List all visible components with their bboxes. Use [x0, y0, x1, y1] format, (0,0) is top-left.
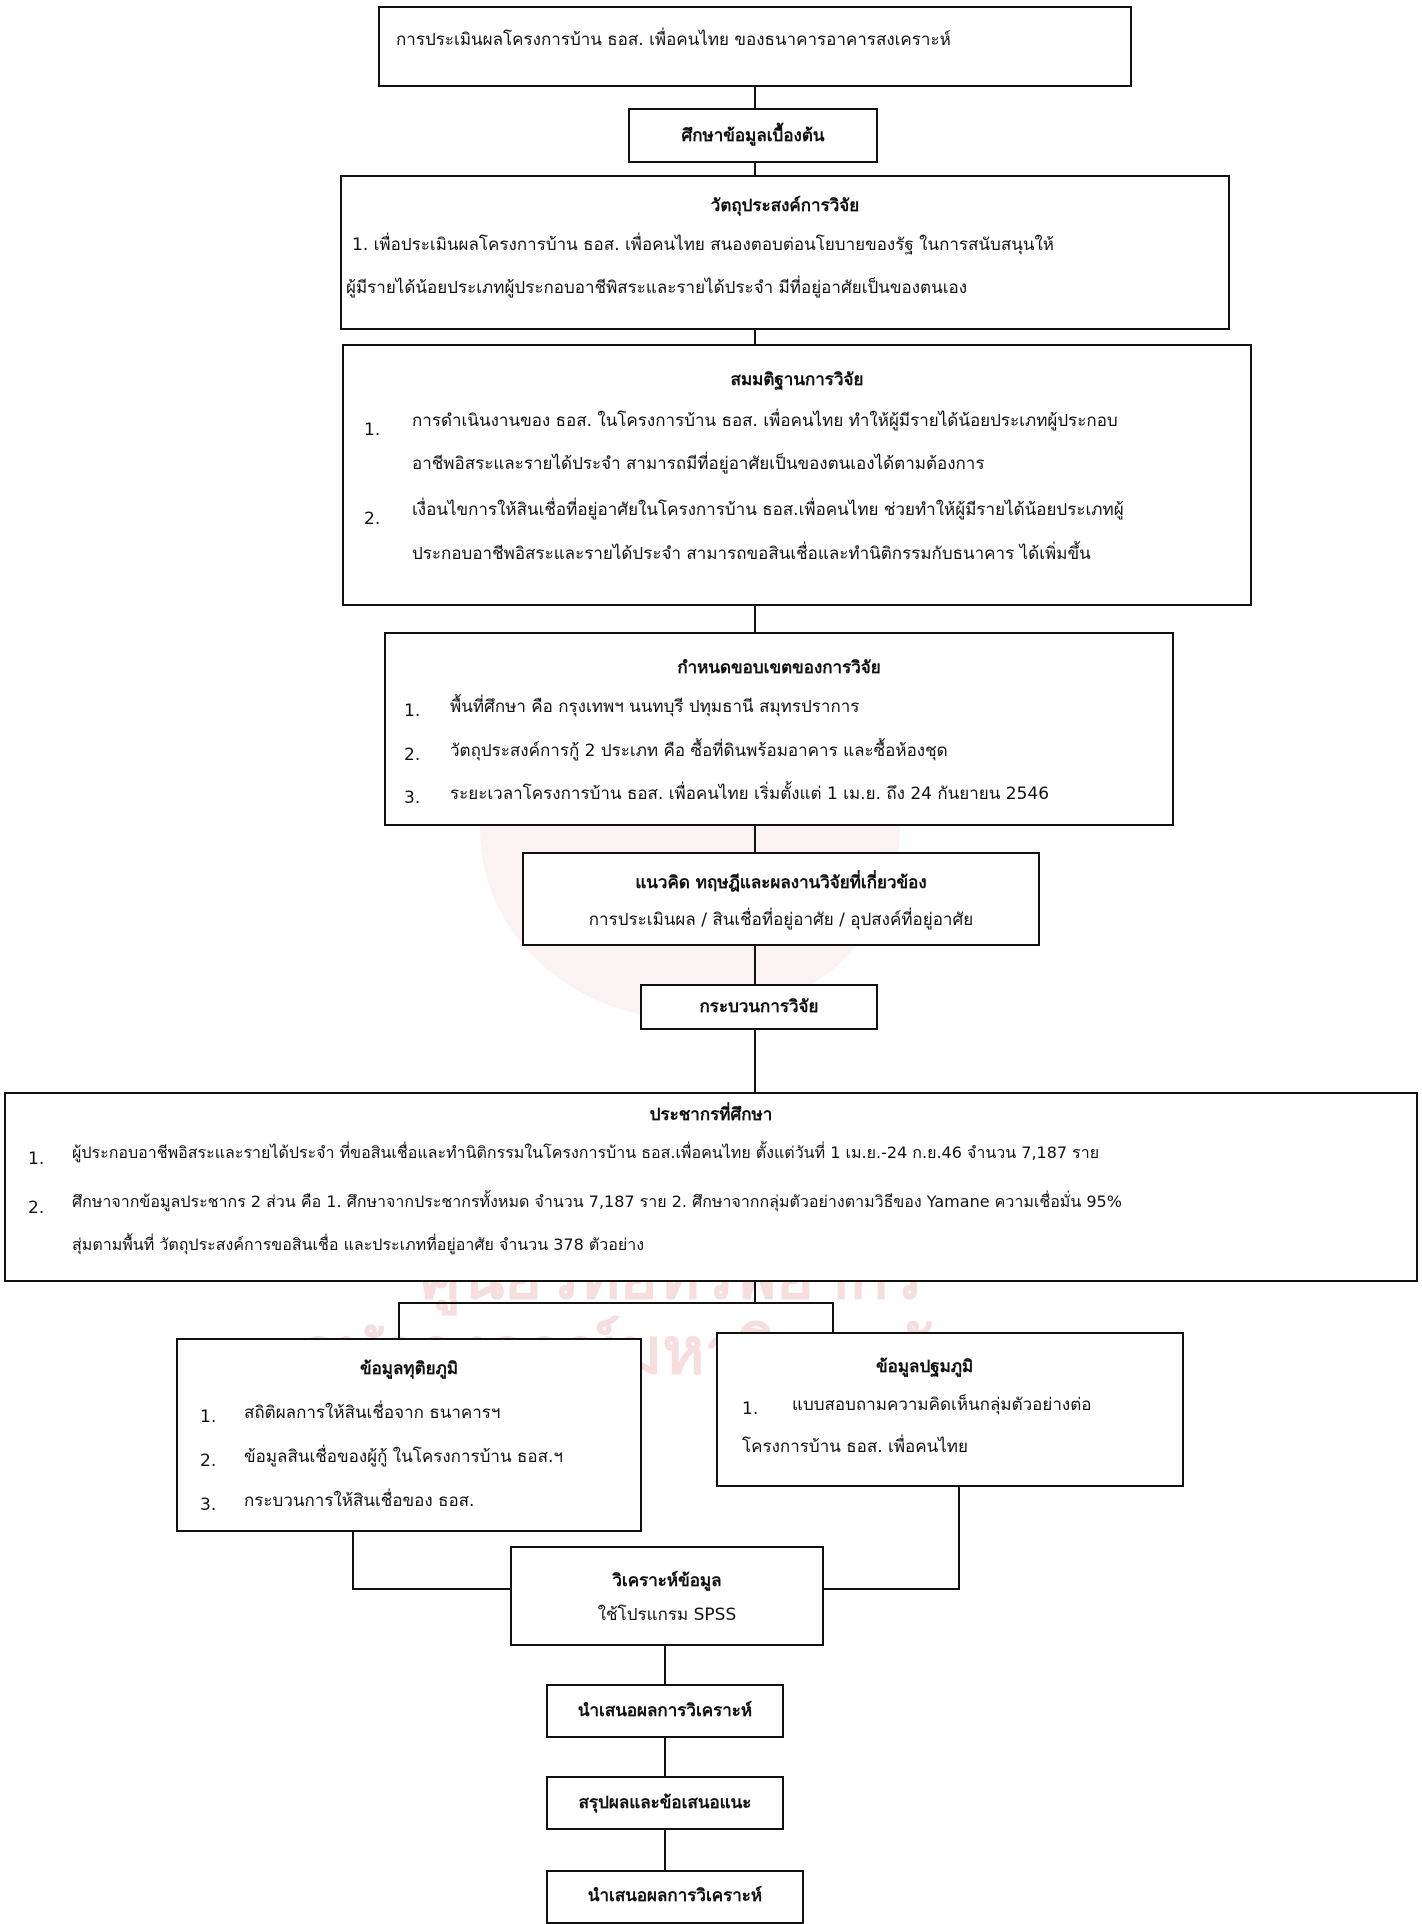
connector-branch-primary — [832, 1302, 834, 1334]
scope-item-2-number: 2. — [404, 745, 421, 765]
title-box: การประเมินผลโครงการบ้าน ธอส. เพื่อคนไทย … — [378, 6, 1132, 87]
connector-branch-secondary — [398, 1302, 400, 1340]
hypothesis-item-2-number: 2. — [364, 509, 381, 529]
analysis-heading: วิเคราะห์ข้อมูล — [612, 1571, 722, 1591]
concept-box: แนวคิด ทฤษฎีและผลงานวิจัยที่เกี่ยวข้อง ก… — [522, 852, 1040, 946]
final-present-text: นำเสนอผลการวิเคราะห์ — [587, 1886, 763, 1906]
scope-heading: กำหนดขอบเขตของการวิจัย — [677, 658, 881, 678]
connector-hypothesis-scope — [754, 604, 756, 634]
connector-title-study — [754, 85, 756, 110]
objective-heading: วัตถุประสงค์การวิจัย — [710, 196, 860, 216]
connector-primary-to-analysis — [822, 1588, 960, 1590]
connector-study-objective — [754, 161, 756, 177]
scope-item-3-text: ระยะเวลาโครงการบ้าน ธอส. เพื่อคนไทย เริ่… — [450, 784, 1050, 804]
study-box: ศึกษาข้อมูลเบื้องต้น — [628, 108, 878, 163]
hypothesis-item-1-line-1: การดำเนินงานของ ธอส. ในโครงการบ้าน ธอส. … — [412, 411, 1118, 431]
analysis-subtext: ใช้โปรแกรม SPSS — [597, 1605, 737, 1625]
population-item-1-line-1: ผู้ประกอบอาชีพอิสระและรายได้ประจำ ที่ขอส… — [72, 1143, 1100, 1162]
scope-box: กำหนดขอบเขตของการวิจัย 1. พื้นที่ศึกษา ค… — [384, 632, 1174, 826]
process-box: กระบวนการวิจัย — [640, 984, 878, 1030]
primary-item-1-number: 1. — [742, 1399, 759, 1419]
connector-concept-process — [754, 944, 756, 986]
present-results-text: นำเสนอผลการวิเคราะห์ — [577, 1701, 753, 1721]
connector-scope-concept — [754, 824, 756, 854]
connector-primary-down — [958, 1485, 960, 1590]
hypothesis-item-2-line-2: ประกอบอาชีพอิสระและรายได้ประจำ สามารถขอส… — [412, 544, 1091, 564]
population-heading: ประชากรที่ศึกษา — [649, 1105, 773, 1125]
hypothesis-box: สมมติฐานการวิจัย 1. การดำเนินงานของ ธอส.… — [342, 344, 1252, 606]
connector-objective-hypothesis — [754, 328, 756, 346]
connector-population-branch — [754, 1280, 756, 1304]
secondary-item-1-number: 1. — [200, 1407, 217, 1427]
population-item-2-line-2: สุ่มตามพื้นที่ วัตถุประสงค์การขอสินเชื่อ… — [72, 1235, 645, 1254]
primary-item-1-line-1: แบบสอบถามความคิดเห็นกลุ่มตัวอย่างต่อ — [792, 1395, 1092, 1415]
scope-item-1-number: 1. — [404, 701, 421, 721]
population-item-2-number: 2. — [28, 1198, 45, 1218]
connector-conclude-present2 — [664, 1828, 666, 1872]
primary-item-1-line-2: โครงการบ้าน ธอส. เพื่อคนไทย — [742, 1437, 968, 1457]
process-text: กระบวนการวิจัย — [699, 997, 819, 1017]
scope-item-1-text: พื้นที่ศึกษา คือ กรุงเทพฯ นนทบุรี ปทุมธา… — [450, 697, 860, 717]
concept-subtext: การประเมินผล / สินเชื่อที่อยู่อาศัย / อุ… — [588, 910, 974, 930]
final-present-box: นำเสนอผลการวิเคราะห์ — [546, 1870, 804, 1924]
connector-secondary-down — [352, 1530, 354, 1590]
hypothesis-item-2-line-1: เงื่อนไขการให้สินเชื่อที่อยู่อาศัยในโครง… — [412, 500, 1124, 520]
population-item-2-line-1: ศึกษาจากข้อมูลประชากร 2 ส่วน คือ 1. ศึกษ… — [72, 1192, 1122, 1211]
population-item-1-number: 1. — [28, 1149, 45, 1169]
secondary-item-2-number: 2. — [200, 1451, 217, 1471]
secondary-item-3-text: กระบวนการให้สินเชื่อของ ธอส. — [244, 1491, 475, 1511]
secondary-heading: ข้อมูลทุติยภูมิ — [359, 1359, 459, 1379]
concept-heading: แนวคิด ทฤษฎีและผลงานวิจัยที่เกี่ยวข้อง — [635, 873, 927, 893]
secondary-item-3-number: 3. — [200, 1495, 217, 1515]
connector-process-population — [754, 1028, 756, 1094]
objective-box: วัตถุประสงค์การวิจัย 1. เพื่อประเมินผลโค… — [340, 175, 1230, 330]
scope-item-3-number: 3. — [404, 788, 421, 808]
study-text: ศึกษาข้อมูลเบื้องต้น — [681, 126, 825, 146]
hypothesis-heading: สมมติฐานการวิจัย — [730, 370, 864, 390]
connector-secondary-to-analysis — [352, 1588, 512, 1590]
hypothesis-item-1-number: 1. — [364, 420, 381, 440]
scope-item-2-text: วัตถุประสงค์การกู้ 2 ประเภท คือ ซื้อที่ด… — [450, 741, 948, 761]
conclusion-text: สรุปผลและข้อเสนอแนะ — [578, 1793, 752, 1813]
secondary-item-2-text: ข้อมูลสินเชื่อของผู้กู้ ในโครงการบ้าน ธอ… — [244, 1447, 563, 1467]
analysis-box: วิเคราะห์ข้อมูล ใช้โปรแกรม SPSS — [510, 1546, 824, 1646]
conclusion-box: สรุปผลและข้อเสนอแนะ — [546, 1776, 784, 1830]
secondary-box: ข้อมูลทุติยภูมิ 1. สถิติผลการให้สินเชื่อ… — [176, 1338, 642, 1532]
primary-heading: ข้อมูลปฐมภูมิ — [876, 1357, 974, 1377]
primary-box: ข้อมูลปฐมภูมิ 1. แบบสอบถามความคิดเห็นกลุ… — [716, 1332, 1184, 1487]
population-box: ประชากรที่ศึกษา 1. ผู้ประกอบอาชีพอิสระแล… — [4, 1092, 1418, 1282]
secondary-item-1-text: สถิติผลการให้สินเชื่อจาก ธนาคารฯ — [244, 1403, 501, 1423]
objective-line-1: 1. เพื่อประเมินผลโครงการบ้าน ธอส. เพื่อค… — [352, 235, 1054, 255]
hypothesis-item-1-line-2: อาชีพอิสระและรายได้ประจำ สามารถมีที่อยู่… — [412, 454, 985, 474]
title-text: การประเมินผลโครงการบ้าน ธอส. เพื่อคนไทย … — [396, 30, 951, 50]
objective-line-2: ผู้มีรายได้น้อยประเภทผู้ประกอบอาชีพิสระแ… — [346, 278, 968, 298]
present-results-box: นำเสนอผลการวิเคราะห์ — [546, 1684, 784, 1738]
connector-present1-conclude — [664, 1736, 666, 1778]
connector-analysis-present1 — [664, 1644, 666, 1686]
connector-branch-horizontal — [398, 1302, 834, 1304]
